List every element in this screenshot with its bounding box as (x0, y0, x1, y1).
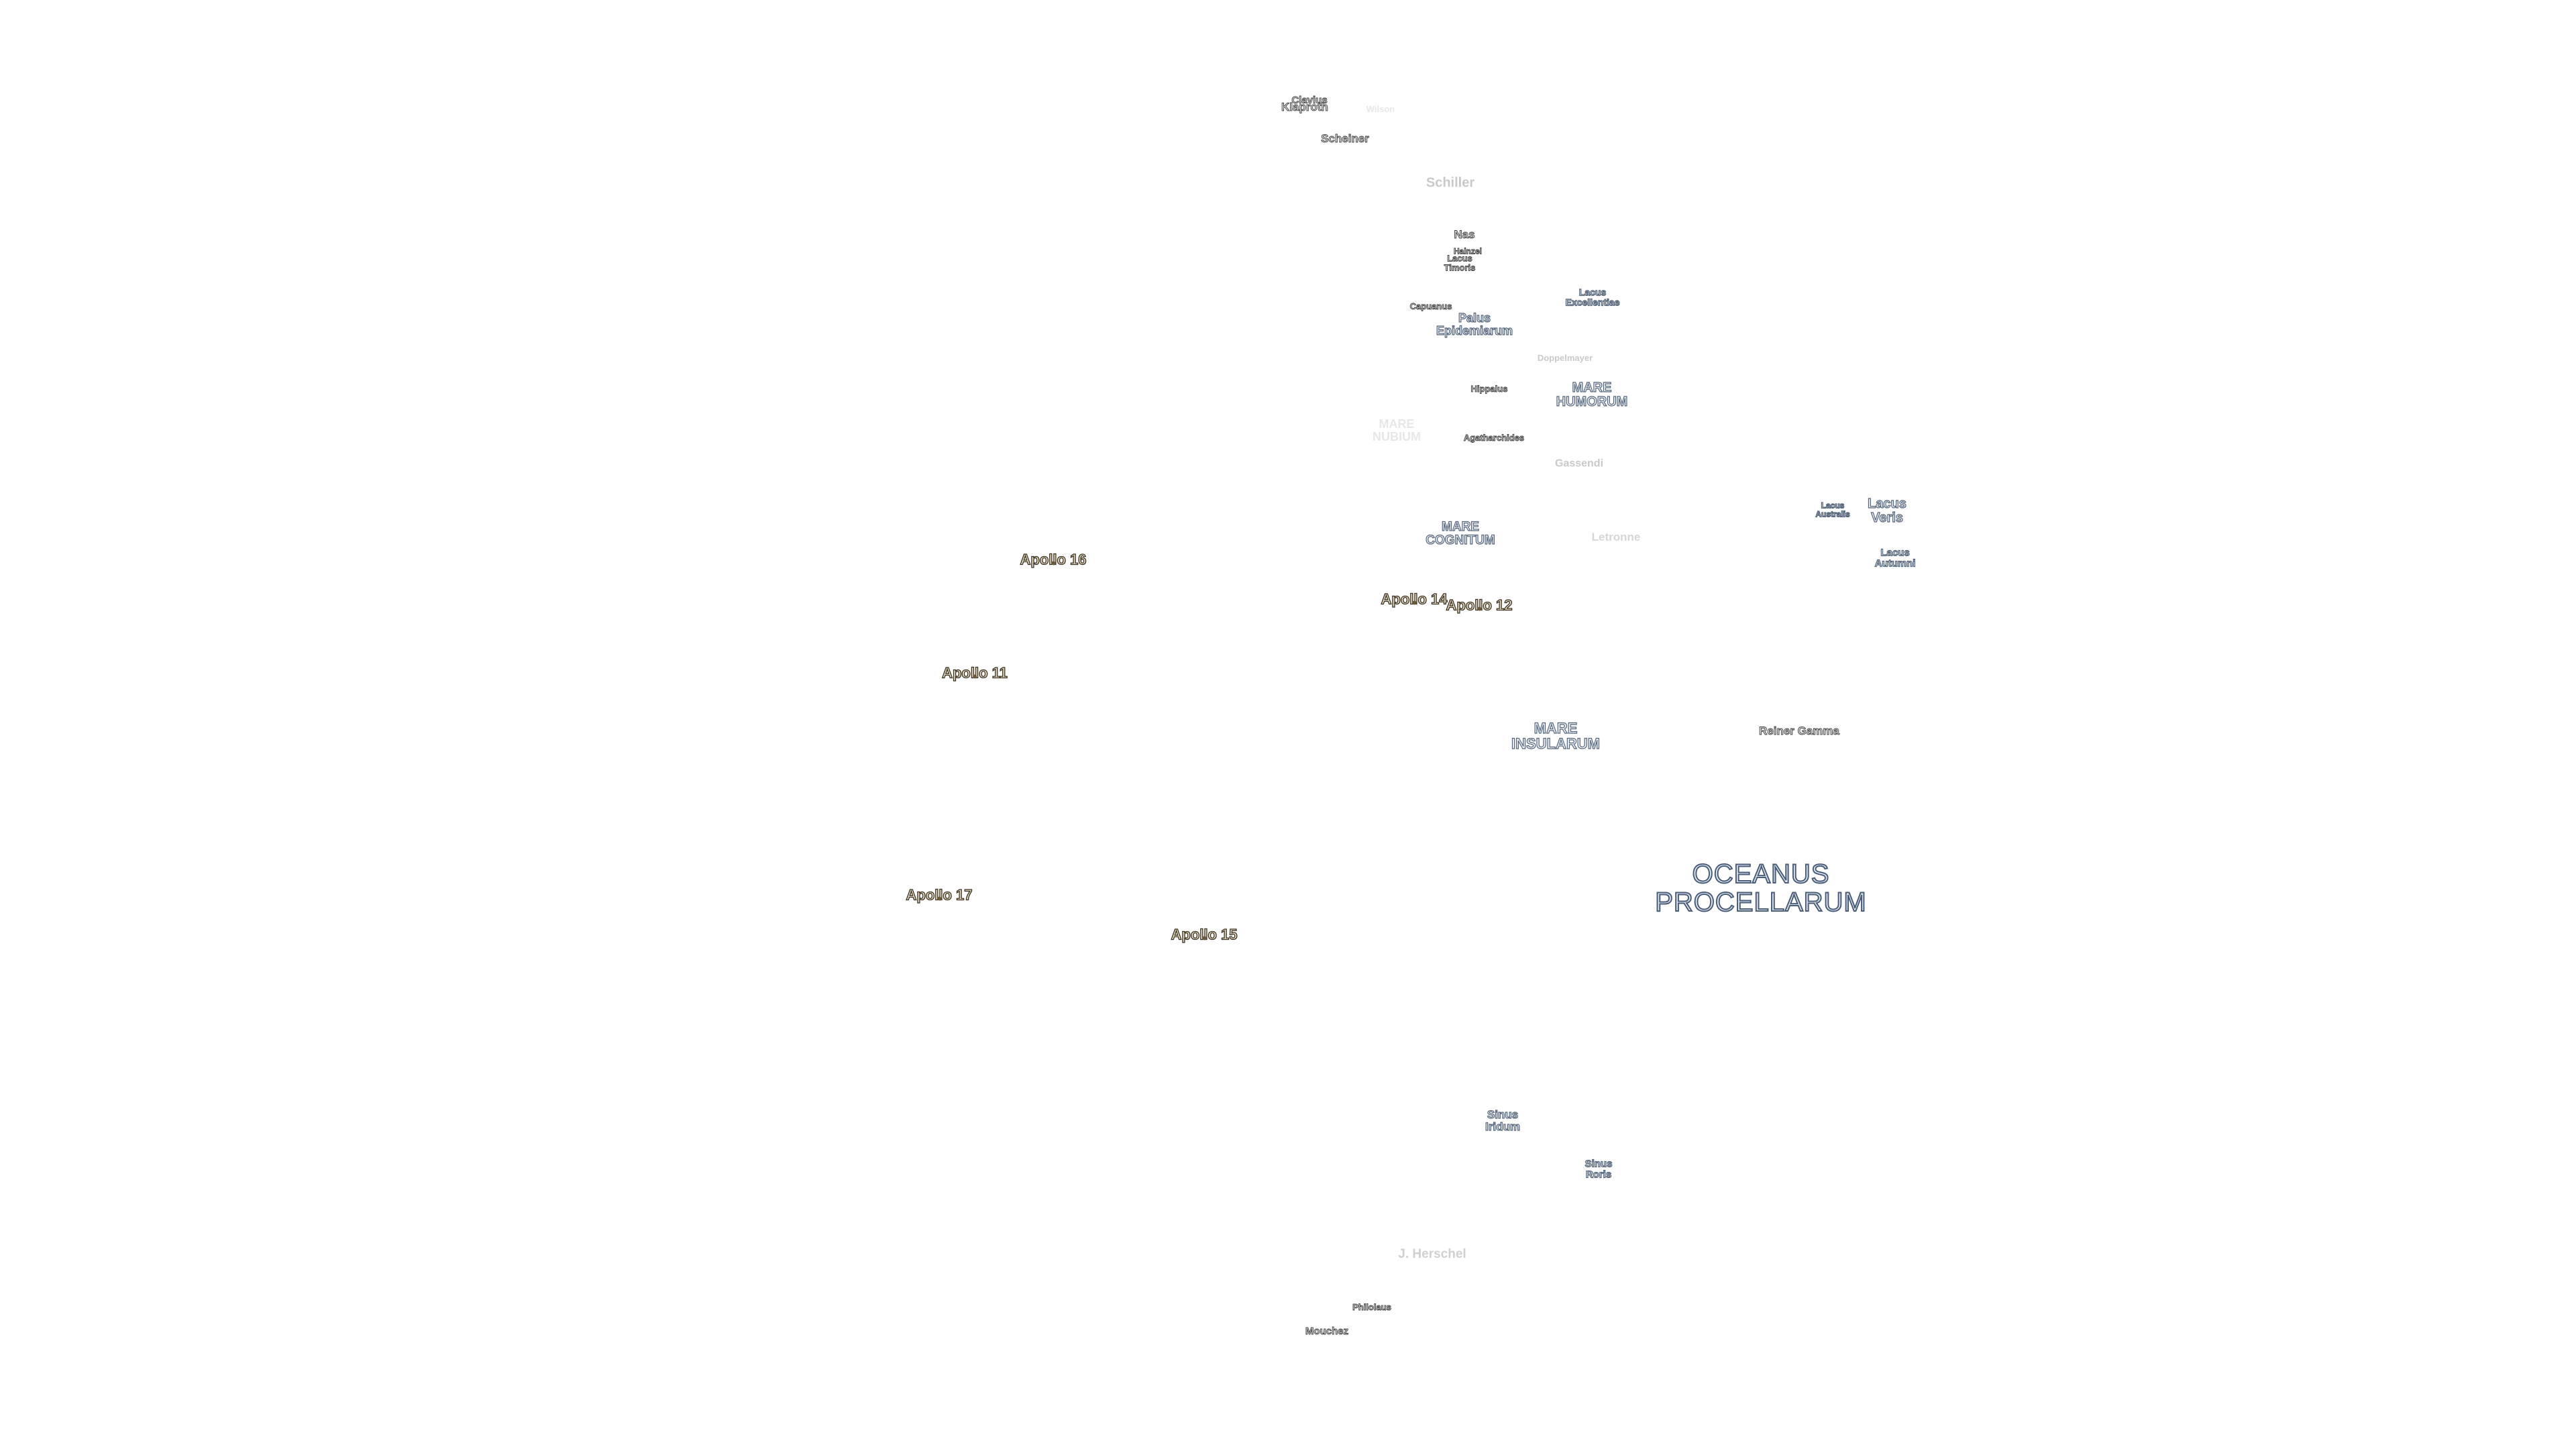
label-philolaus: Philolaus (1352, 1302, 1392, 1313)
label-sinus-iridum: Sinus Iridum (1485, 1108, 1520, 1133)
label-mare-cognitum: MARE COGNITUM (1426, 520, 1496, 547)
apollo-12-site[interactable]: Apollo 12 (1446, 596, 1513, 614)
apollo-17-site[interactable]: Apollo 17 (906, 886, 973, 904)
label-doppelmayer: Doppelmayer (1537, 353, 1593, 364)
label-agatharchides: Agatharchides (1463, 433, 1525, 443)
label-lacus-excellentiae: Lacus Excellentiae (1565, 286, 1620, 307)
label-klaproth: Klaproth (1281, 101, 1329, 114)
label-capuanus: Capuanus (1409, 301, 1452, 312)
label-mouchez: Mouchez (1305, 1326, 1349, 1338)
label-j-herschel: J. Herschel (1398, 1247, 1466, 1262)
label-lacus-veris: Lacus Veris (1867, 496, 1907, 525)
apollo-16-site[interactable]: Apollo 16 (1020, 551, 1087, 568)
apollo-15-site[interactable]: Apollo 15 (1171, 926, 1238, 943)
label-lacus-timoris: Lacus Timoris (1444, 253, 1476, 272)
label-mare-humorum: MARE HUMORUM (1556, 380, 1628, 409)
label-schiller: Schiller (1426, 175, 1475, 191)
label-hippalus: Hippalus (1470, 384, 1508, 394)
label-letronne: Letronne (1591, 531, 1641, 544)
label-mare-nubium: MARE NUBIUM (1373, 417, 1421, 443)
apollo-14-site[interactable]: Apollo 14 (1381, 590, 1448, 608)
label-reiner-gamma: Reiner Gamma (1759, 724, 1840, 738)
label-wilson: Wilson (1366, 104, 1395, 115)
label-oceanus-procellarum: OCEANUS PROCELLARUM (1654, 859, 1867, 917)
label-mare-insularum: MARE INSULARUM (1511, 719, 1600, 752)
label-palus-epidemiarum: Palus Epidemiarum (1436, 311, 1513, 337)
label-lacus-australis: Lacus Australis (1815, 500, 1851, 519)
apollo-11-site[interactable]: Apollo 11 (941, 664, 1008, 682)
label-hainzel: Hainzel (1453, 246, 1483, 256)
label-nasmyth: Nas (1454, 228, 1475, 241)
label-sinus-roris: Sinus Roris (1585, 1158, 1613, 1180)
label-gassendi: Gassendi (1554, 458, 1604, 470)
label-lacus-autumni: Lacus Autumni (1874, 547, 1916, 569)
label-clavius: Clavius (1291, 95, 1328, 107)
label-scheiner: Scheiner (1321, 132, 1370, 146)
